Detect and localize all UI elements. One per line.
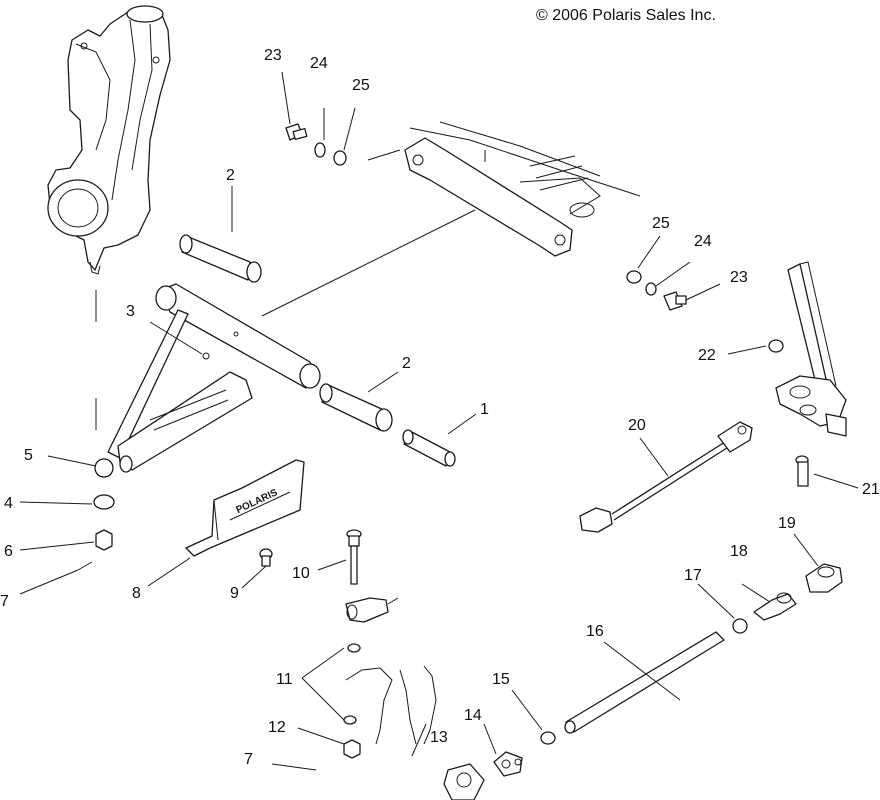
steering-post	[775, 261, 847, 437]
callout-7-bottom: 7	[244, 751, 253, 768]
end-link-14	[493, 751, 523, 777]
lock-washer-24-lower	[645, 282, 657, 296]
callout-2-upper: 2	[226, 167, 235, 184]
callout-16: 16	[586, 623, 604, 640]
washer-4	[93, 494, 115, 510]
skid-guard-8: POLARIS	[185, 459, 305, 557]
callout-14: 14	[464, 707, 482, 724]
bushing-13	[443, 763, 485, 800]
callout-22: 22	[698, 347, 716, 364]
callout-2-lower: 2	[402, 355, 411, 372]
callout-10: 10	[292, 565, 310, 582]
nut-12	[343, 739, 361, 759]
tie-rod-20	[579, 421, 753, 533]
bushing-2-upper	[179, 234, 262, 283]
lock-washer-24-upper	[314, 142, 326, 158]
callout-6: 6	[4, 543, 13, 560]
callout-24-lower: 24	[694, 233, 712, 250]
callout-19: 19	[778, 515, 796, 532]
shock-mount-bushing	[345, 597, 399, 623]
callout-8: 8	[132, 585, 141, 602]
cotter-pin-7-left	[77, 561, 93, 571]
callout-5: 5	[24, 447, 33, 464]
callout-25-lower: 25	[652, 215, 670, 232]
screw-9	[259, 548, 273, 567]
stabilizer-bar-16	[564, 631, 725, 734]
stabilizer-linkage	[345, 665, 437, 745]
callout-1: 1	[480, 401, 489, 418]
bracket-leader	[367, 149, 401, 161]
cotter-pin-7-bottom	[271, 763, 317, 771]
washer-25-lower	[626, 270, 642, 284]
callout-12: 12	[268, 719, 286, 736]
frame-bracket	[404, 121, 641, 257]
ball-stud-18	[753, 592, 797, 621]
callout-20: 20	[628, 417, 646, 434]
callout-15: 15	[492, 671, 510, 688]
leader-lines	[19, 71, 859, 757]
nut-22	[768, 339, 784, 353]
callout-24-upper: 24	[310, 55, 328, 72]
callout-11: 11	[276, 671, 293, 688]
bolt-23-lower	[663, 291, 687, 311]
callout-21: 21	[862, 481, 880, 498]
washer-11-lower	[343, 715, 357, 725]
nut-17	[732, 618, 748, 634]
callout-25-upper: 25	[352, 77, 370, 94]
steering-knuckle	[47, 5, 171, 275]
callout-23-upper: 23	[264, 47, 282, 64]
callout-labels: 23 24 25 2 25 24 23 3 22 2 1 20 5 21 4 1…	[0, 47, 880, 768]
a-arm	[94, 209, 476, 478]
copyright-notice: © 2006 Polaris Sales Inc.	[536, 7, 716, 24]
callout-17: 17	[684, 567, 702, 584]
callout-18: 18	[730, 543, 748, 560]
callout-7-left: 7	[0, 593, 9, 610]
bushing-2-lower	[319, 383, 393, 432]
nut-6	[95, 529, 113, 551]
callout-4: 4	[4, 495, 13, 512]
sleeve-1	[402, 429, 456, 467]
callout-3: 3	[126, 303, 135, 320]
washer-11-upper	[347, 643, 361, 653]
tie-rod-end-19	[805, 563, 843, 593]
callout-13: 13	[430, 729, 448, 746]
bolt-23-upper	[285, 123, 308, 141]
washer-25-upper	[333, 150, 347, 166]
callout-23-lower: 23	[730, 269, 748, 286]
bolt-21	[795, 455, 809, 487]
callout-9: 9	[230, 585, 239, 602]
nut-15	[540, 731, 556, 745]
bolt-10	[346, 529, 362, 585]
